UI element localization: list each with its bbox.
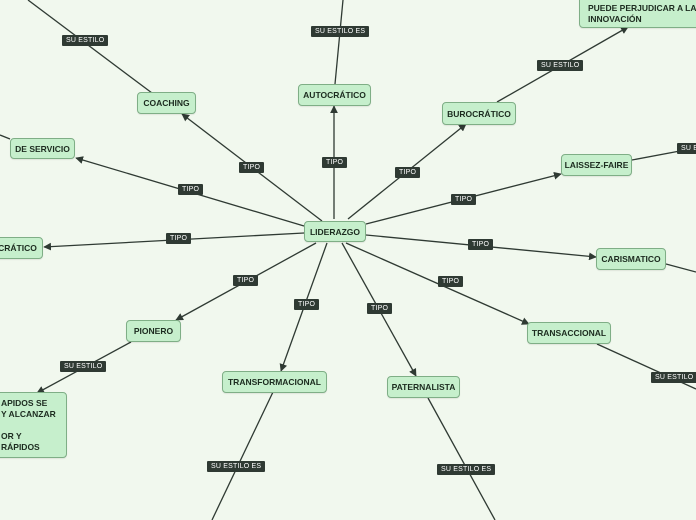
edge-de-servicio-style (0, 134, 11, 140)
label-tipo-autocratico: TIPO (322, 157, 348, 168)
label-su-estilo-pionero: SU ESTILO (60, 361, 107, 372)
pionero-style-line-5: RÁPIDOS (1, 442, 40, 452)
label-su-estilo-burocratico: SU ESTILO (537, 60, 584, 71)
node-burocratico-style[interactable]: PUEDE PERJUDICAR A LA CA INNOVACIÓN (579, 0, 696, 28)
label-su-estilo-coaching: SU ESTILO (62, 35, 109, 46)
node-transformacional[interactable]: TRANSFORMACIONAL (222, 371, 327, 393)
edge-transaccional (345, 242, 530, 325)
label-tipo-transaccional: TIPO (438, 276, 464, 287)
edge-autocratico-style (334, 0, 344, 85)
edge-transformacional-style (211, 391, 274, 520)
pionero-style-line-4: OR Y (1, 431, 22, 441)
edge-coaching-style (27, 0, 153, 94)
node-de-servicio[interactable]: DE SERVICIO (10, 138, 75, 159)
burocratico-style-line-1: PUEDE PERJUDICAR A LA CA (588, 3, 696, 13)
node-democratico[interactable]: CRÁTICO (0, 237, 43, 259)
node-autocratico[interactable]: AUTOCRÁTICO (298, 84, 371, 106)
node-burocratico[interactable]: BUROCRÁTICO (442, 102, 516, 125)
label-tipo-coaching: TIPO (239, 162, 265, 173)
node-liderazgo[interactable]: LIDERAZGO (304, 221, 366, 242)
node-pionero-style[interactable]: APIDOS SE Y ALCANZAR OR Y RÁPIDOS (0, 392, 67, 458)
node-transaccional[interactable]: TRANSACCIONAL (527, 322, 611, 344)
pionero-style-line-3 (1, 420, 66, 431)
label-tipo-transformacional: TIPO (294, 299, 320, 310)
edge-paternalista-style (427, 397, 496, 520)
label-su-estilo-es-transformacional: SU ESTILO ES (207, 461, 266, 472)
node-coaching[interactable]: COACHING (137, 92, 196, 114)
node-paternalista[interactable]: PATERNALISTA (387, 376, 460, 398)
pionero-style-line-2: Y ALCANZAR (1, 409, 56, 419)
label-tipo-carismatico: TIPO (468, 239, 494, 250)
label-tipo-paternalista: TIPO (367, 303, 393, 314)
pionero-style-line-1: APIDOS SE (1, 398, 48, 408)
burocratico-style-line-2: INNOVACIÓN (588, 14, 642, 24)
label-su-estilo-es-autocratico: SU ESTILO ES (311, 26, 370, 37)
label-tipo-de-servicio: TIPO (178, 184, 204, 195)
node-laissez-faire[interactable]: LAISSEZ-FAIRE (561, 154, 632, 176)
label-tipo-laissez-faire: TIPO (451, 194, 477, 205)
label-tipo-pionero: TIPO (233, 275, 259, 286)
node-carismatico[interactable]: CARISMATICO (596, 248, 666, 270)
edge-carismatico-style (665, 263, 696, 273)
label-su-estilo-es-paternalista: SU ESTILO ES (437, 464, 496, 475)
label-tipo-democratico: TIPO (166, 233, 192, 244)
node-pionero[interactable]: PIONERO (126, 320, 181, 342)
label-su-estilo-e-transaccional: SU ESTILO E (651, 372, 696, 383)
label-tipo-burocratico: TIPO (395, 167, 421, 178)
label-su-e-laissez-faire: SU E (677, 143, 696, 154)
